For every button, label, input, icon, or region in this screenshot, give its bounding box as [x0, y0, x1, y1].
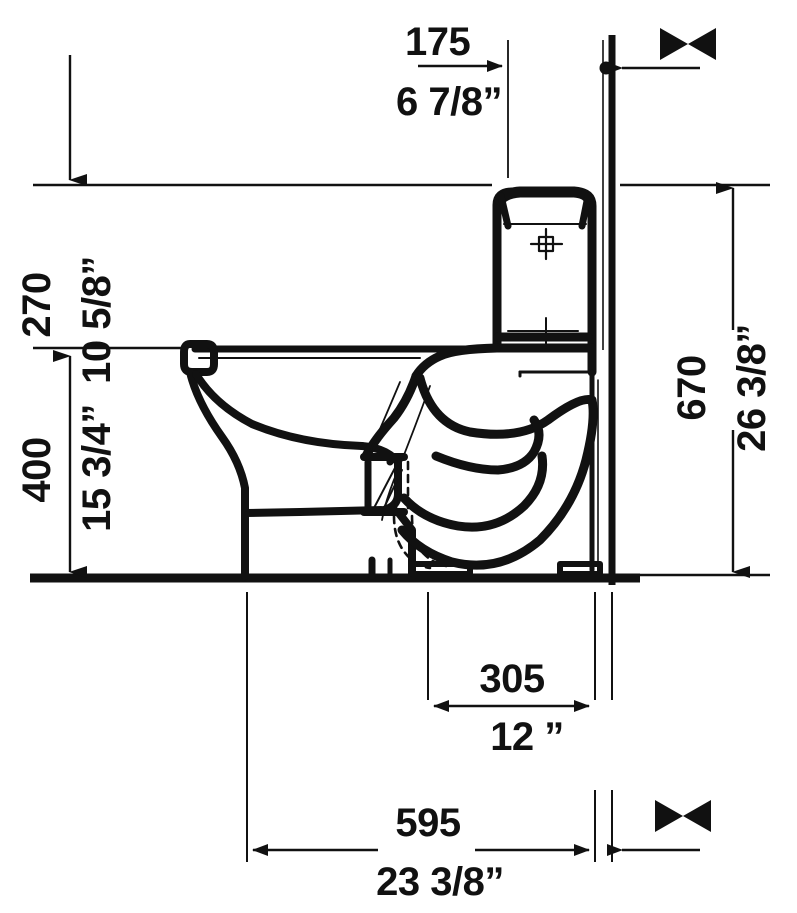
- dimension-top-offset: 175 6 7/8”: [396, 20, 509, 178]
- bowl-thin-curve-b: [381, 385, 431, 521]
- reference-lines-left: [33, 183, 770, 350]
- bowl-thin-curve-a: [369, 381, 401, 453]
- dim-670-metric: 670: [670, 355, 714, 420]
- dim-305-metric: 305: [479, 657, 544, 701]
- bowl-wedge-line-a: [373, 465, 397, 509]
- bowl-front-outer: [186, 368, 249, 582]
- wall-break-bottom: [607, 800, 711, 856]
- dim-175-imperial: 6 7/8”: [396, 80, 502, 124]
- dim-270-imperial: 10 5/8”: [75, 256, 119, 384]
- dim-400-metric: 400: [15, 437, 59, 502]
- bowl-inner-floor: [242, 508, 304, 517]
- base-foot-rear: [557, 561, 603, 577]
- base-foot-centre: [409, 561, 473, 577]
- break-symbol-top-icon: [660, 28, 716, 60]
- dim-400-imperial: 15 3/4”: [75, 404, 119, 532]
- dimension-seat-height: 400 15 3/4”: [15, 350, 119, 578]
- wall-line: [599, 35, 616, 585]
- dim-305-imperial: 12 ”: [490, 715, 564, 759]
- dimension-overall-depth: 595 23 3/8”: [252, 801, 590, 904]
- dimension-rough-in: 305 12 ”: [433, 657, 590, 759]
- toilet-outline: [180, 186, 603, 582]
- dimension-overall-height: 670 26 3/8”: [640, 182, 774, 578]
- dim-270-metric: 270: [15, 272, 59, 337]
- trapway-inner-loop-bottom: [399, 451, 548, 532]
- flush-button-crosshair-icon: [529, 227, 564, 261]
- wall-break-top: [607, 28, 716, 74]
- dimension-tank-band: 270 10 5/8”: [15, 55, 119, 384]
- bowl-front-inner: [192, 370, 366, 450]
- dim-670-imperial: 26 3/8”: [730, 324, 774, 452]
- dim-175-metric: 175: [405, 20, 470, 64]
- wall-reference-dot: [599, 61, 613, 75]
- bowl-inner-ledge: [296, 442, 402, 516]
- tank-lid-corner-left: [497, 192, 592, 230]
- dim-595-imperial: 23 3/8”: [376, 860, 504, 904]
- trapway-inner-loop-top: [431, 415, 544, 475]
- break-symbol-bottom-icon: [655, 800, 711, 832]
- dim-595-metric: 595: [395, 801, 460, 845]
